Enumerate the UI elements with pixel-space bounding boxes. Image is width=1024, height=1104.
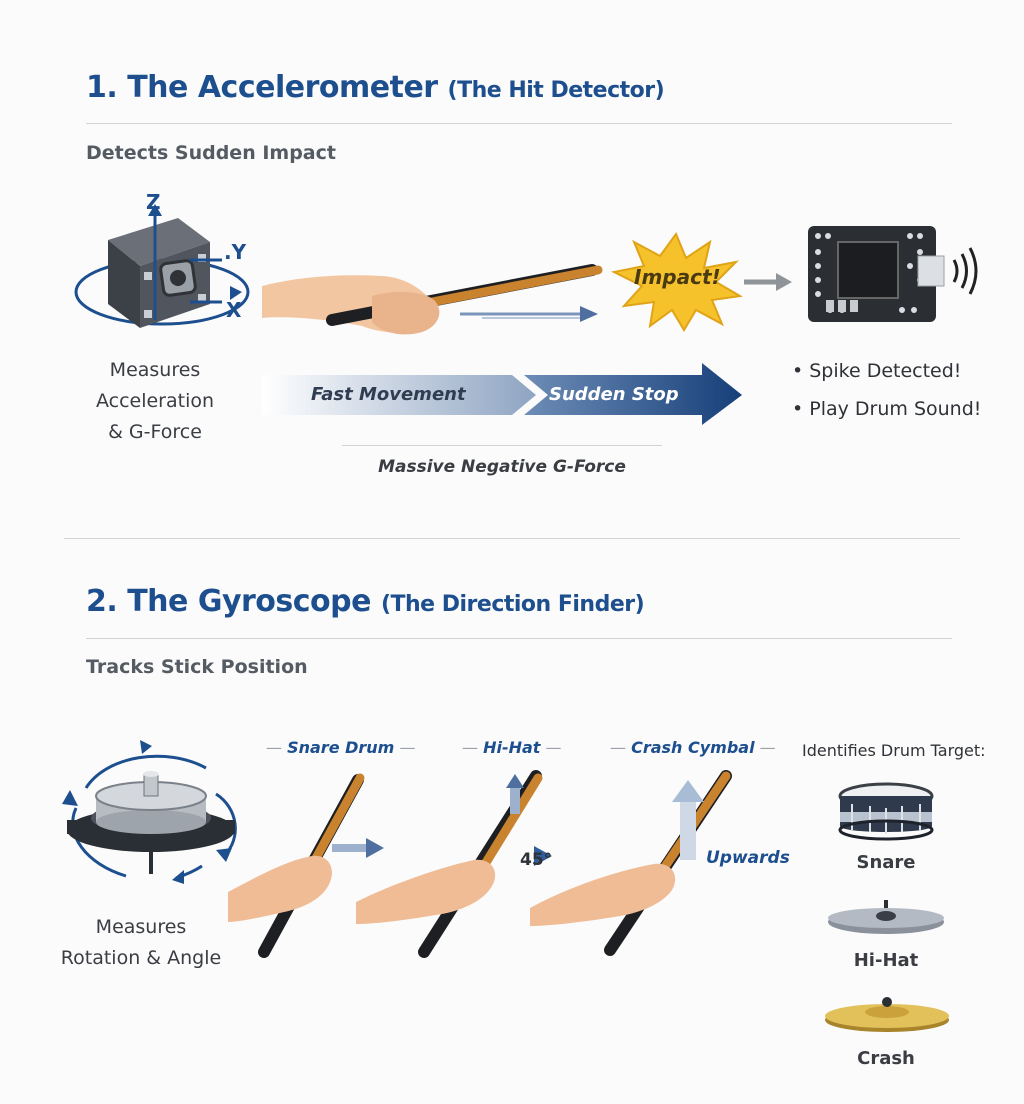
- crash-cymbal-icon: [825, 997, 949, 1032]
- stick-position-crash-icon: [530, 770, 732, 956]
- target-label-crash: Crash: [857, 1048, 915, 1069]
- hand-swinging-stick-icon: [262, 264, 603, 335]
- position-label-crash-text: Crash Cymbal: [631, 738, 755, 757]
- axis-y-label: .Y: [224, 240, 247, 264]
- position-label-hihat-text: Hi-Hat: [483, 738, 541, 757]
- force-caption: Massive Negative G-Force: [378, 457, 626, 477]
- bullet-play-drum-sound: • Play Drum Sound!: [792, 398, 982, 420]
- section2-title: 2. The Gyroscope (The Direction Finder): [86, 584, 645, 619]
- targets-heading: Identifies Drum Target:: [802, 741, 986, 760]
- bullet-spike-detected: • Spike Detected!: [792, 360, 962, 382]
- section2-title-main: 2. The Gyroscope: [86, 584, 371, 619]
- accelerometer-sensor-icon: [74, 204, 250, 328]
- fast-movement-label: Fast Movement: [311, 384, 466, 405]
- sensor-caption-line1: Measures: [109, 359, 201, 381]
- section1-rule: [86, 123, 952, 124]
- axis-x-label: X: [226, 298, 242, 322]
- gyro-caption: Measures Rotation & Angle: [46, 912, 236, 974]
- sensor-caption: Measures Acceleration & G-Force: [60, 355, 250, 448]
- gyro-caption-line1: Measures: [95, 916, 187, 938]
- section2-subtitle: Tracks Stick Position: [86, 656, 308, 678]
- stick-position-hihat-icon: [356, 770, 552, 958]
- position-label-hihat: — Hi-Hat —: [462, 738, 562, 757]
- sudden-stop-label: Sudden Stop: [549, 384, 679, 405]
- sensor-caption-line3: & G-Force: [108, 421, 202, 443]
- section1-title-sub: (The Hit Detector): [447, 78, 665, 103]
- result-bullets: • Spike Detected! • Play Drum Sound!: [792, 352, 981, 428]
- signal-arrow-icon: [744, 273, 792, 291]
- position-label-crash: — Crash Cymbal —: [610, 738, 776, 757]
- section-divider: [64, 538, 960, 539]
- position-label-snare: — Snare Drum —: [266, 738, 416, 757]
- target-label-hihat: Hi-Hat: [853, 950, 919, 971]
- snare-drum-icon: [838, 782, 934, 841]
- section2-title-sub: (The Direction Finder): [380, 592, 645, 617]
- section2-rule: [86, 638, 952, 639]
- stick-position-snare-icon: [228, 773, 384, 958]
- section1-title-main: 1. The Accelerometer: [86, 70, 438, 105]
- sensor-caption-line2: Acceleration: [95, 390, 215, 412]
- motion-arrow-icon: [262, 363, 742, 425]
- impact-burst-icon: [610, 231, 743, 332]
- hihat-cymbal-icon: [828, 900, 944, 934]
- force-rule: [342, 445, 662, 446]
- gyro-caption-line2: Rotation & Angle: [60, 947, 222, 969]
- target-label-snare: Snare: [856, 852, 916, 873]
- position-label-snare-text: Snare Drum: [287, 738, 395, 757]
- hihat-angle-note: 45°: [520, 850, 553, 870]
- circuit-board-icon: [808, 226, 978, 322]
- section1-title: 1. The Accelerometer (The Hit Detector): [86, 70, 665, 105]
- gyroscope-icon: [62, 740, 237, 884]
- crash-upwards-note: Upwards: [706, 848, 790, 868]
- impact-label: Impact!: [634, 265, 721, 289]
- axis-y-letter: Y: [231, 240, 247, 264]
- axis-z-label: Z: [146, 190, 161, 214]
- section1-subtitle: Detects Sudden Impact: [86, 142, 336, 164]
